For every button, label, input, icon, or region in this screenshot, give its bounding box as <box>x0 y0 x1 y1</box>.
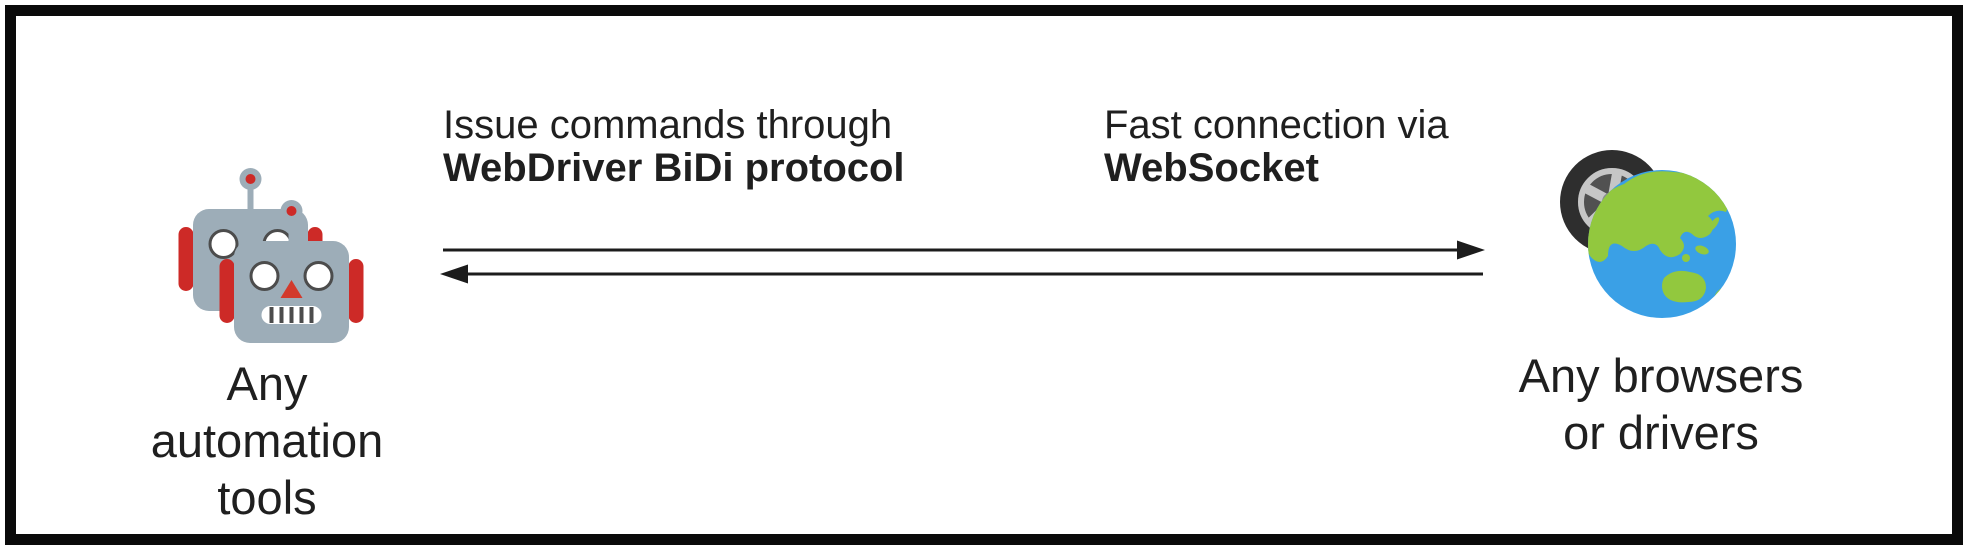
robots-icon <box>176 166 366 345</box>
bidirectional-arrows <box>440 240 1485 284</box>
protocol-annotation: Issue commands through WebDriver BiDi pr… <box>443 104 905 190</box>
transport-annotation-line1: Fast connection via <box>1104 103 1449 147</box>
protocol-annotation-line1: Issue commands through <box>443 103 893 147</box>
protocol-annotation-line2: WebDriver BiDi protocol <box>443 146 905 190</box>
arrow-head-right <box>1457 240 1485 260</box>
arrow-head-left <box>440 264 468 284</box>
transport-annotation: Fast connection via WebSocket <box>1104 104 1449 190</box>
transport-annotation-line2: WebSocket <box>1104 146 1319 190</box>
automation-tools-label: Any automation tools <box>150 357 384 524</box>
browsers-drivers-label: Any browsers or drivers <box>1518 349 1804 459</box>
diagram-frame: Issue commands through WebDriver BiDi pr… <box>5 5 1963 545</box>
wheel-globe-icon <box>1560 150 1736 318</box>
